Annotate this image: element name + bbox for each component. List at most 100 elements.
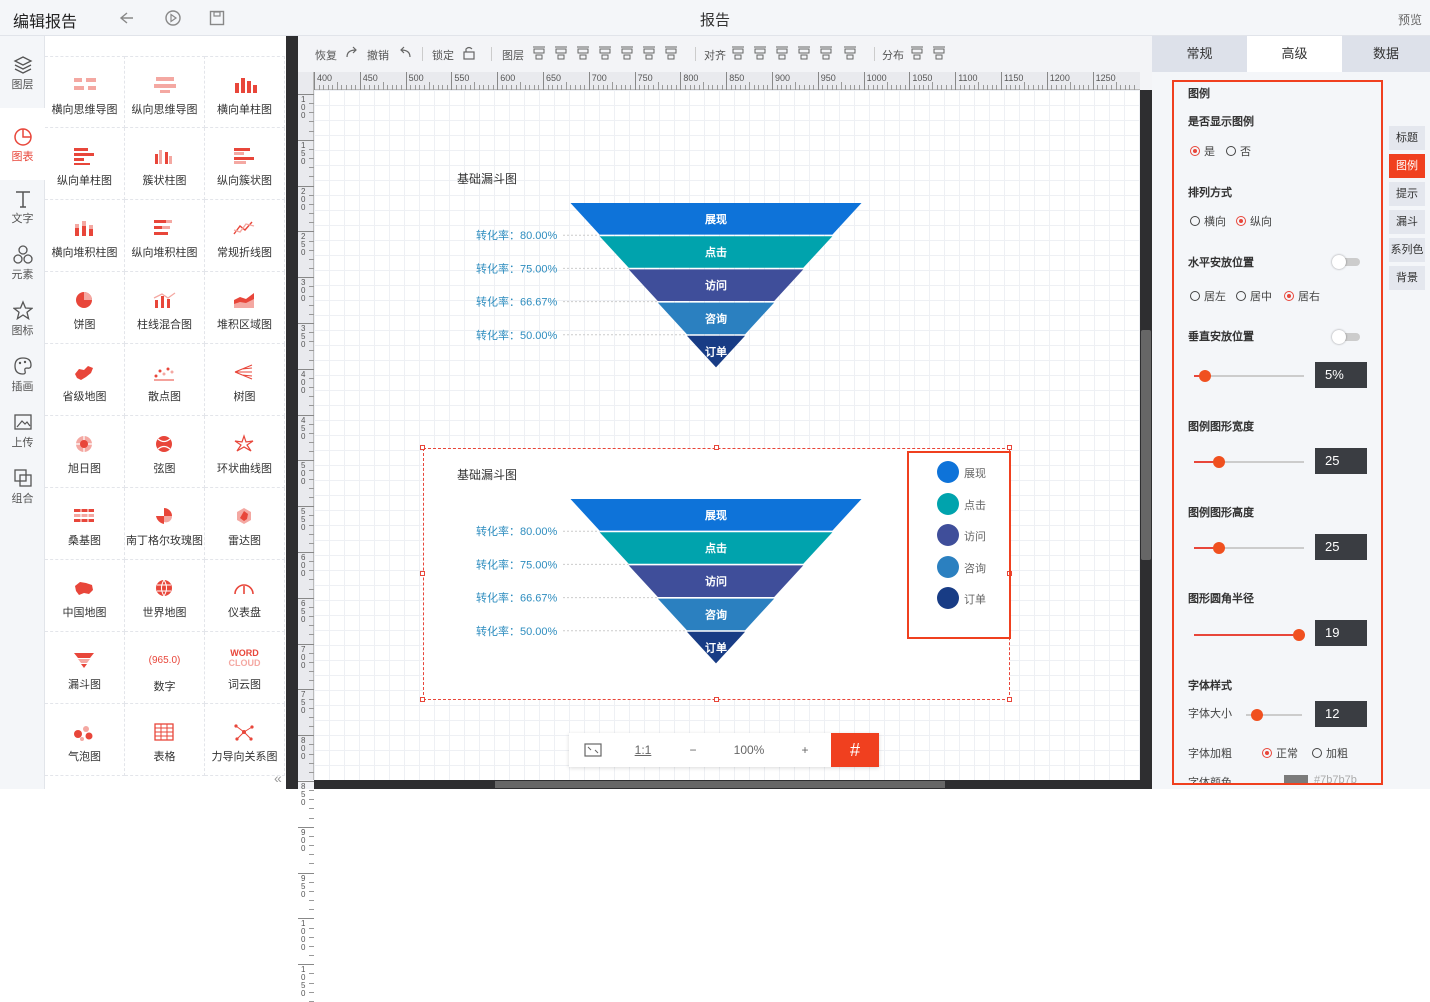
legend-label-4[interactable]: 咨询 xyxy=(964,562,986,575)
legend-label-1[interactable]: 展现 xyxy=(964,468,986,480)
component-19[interactable]: 桑基图 xyxy=(45,488,125,560)
component-20[interactable]: 南丁格尔玫瑰图 xyxy=(125,488,205,560)
shape-width-slider[interactable] xyxy=(1194,456,1304,468)
preview-button[interactable]: 预览 xyxy=(1397,13,1422,27)
align-top-icon[interactable] xyxy=(797,46,811,61)
layer-top-icon[interactable] xyxy=(532,46,546,61)
horizontal-scroll-thumb[interactable] xyxy=(495,781,945,788)
distribute-button[interactable]: 分布 xyxy=(882,50,904,62)
component-8[interactable]: 纵向堆积柱图 xyxy=(125,200,205,272)
align-left-icon[interactable] xyxy=(731,46,745,61)
font-size-value[interactable]: 12 xyxy=(1315,701,1367,727)
component-22[interactable]: 中国地图 xyxy=(45,560,125,632)
save-icon[interactable] xyxy=(208,9,226,27)
component-28[interactable]: 气泡图 xyxy=(45,704,125,776)
align-bottom-icon[interactable] xyxy=(843,46,857,61)
align-button[interactable]: 对齐 xyxy=(704,50,726,62)
slider-knob[interactable] xyxy=(1251,709,1263,721)
v-position-value[interactable]: 5% xyxy=(1315,362,1367,388)
shape-height-value[interactable]: 25 xyxy=(1315,534,1367,560)
legend-marker-1[interactable] xyxy=(937,461,959,483)
collapse-icon[interactable]: « xyxy=(274,770,282,786)
legend-marker-5[interactable] xyxy=(937,587,959,609)
component-15[interactable]: 树图 xyxy=(205,344,285,416)
font-color-swatch[interactable] xyxy=(1284,775,1308,783)
vtab-4[interactable]: 漏斗 xyxy=(1389,210,1425,234)
layer-down-icon[interactable] xyxy=(576,46,590,61)
grid-toggle-button[interactable]: # xyxy=(831,733,879,767)
zoom-in-button[interactable]: + xyxy=(801,743,809,757)
component-13[interactable]: 省级地图 xyxy=(45,344,125,416)
component-16[interactable]: 旭日图 xyxy=(45,416,125,488)
slider-knob[interactable] xyxy=(1199,370,1212,382)
font-size-slider[interactable] xyxy=(1246,709,1306,721)
v-position-slider[interactable] xyxy=(1194,370,1304,382)
resize-handle[interactable] xyxy=(713,697,719,702)
vtab-1[interactable]: 标题 xyxy=(1389,126,1425,150)
h-position-toggle[interactable] xyxy=(1332,255,1360,269)
funnel-chart[interactable]: 基础漏斗图展现点击访问咨询订单转化率：80.00%转化率：75.00%转化率：6… xyxy=(423,152,1010,402)
legend-marker-2[interactable] xyxy=(937,492,959,515)
fit-screen-button[interactable] xyxy=(569,733,617,767)
rail-item-star[interactable]: 图标 xyxy=(0,292,45,348)
layer-up-icon[interactable] xyxy=(554,46,568,61)
legend-marker-3[interactable] xyxy=(937,524,959,546)
component-24[interactable]: 仪表盘 xyxy=(205,560,285,632)
resize-handle[interactable] xyxy=(1007,445,1012,450)
vtab-3[interactable]: 提示 xyxy=(1389,182,1425,206)
v-position-toggle[interactable] xyxy=(1332,330,1360,344)
slider-knob[interactable] xyxy=(1212,456,1225,468)
vtab-5[interactable]: 系列色 xyxy=(1389,238,1425,262)
layer-mid-icon[interactable] xyxy=(620,46,634,61)
arrange-vertical[interactable]: 纵向 xyxy=(1236,213,1272,229)
resize-handle[interactable] xyxy=(420,697,425,702)
panel-scrollbar[interactable] xyxy=(286,36,298,789)
layer-delete-icon[interactable] xyxy=(642,46,656,61)
resize-handle[interactable] xyxy=(420,571,425,576)
component-2[interactable]: 纵向思维导图 xyxy=(125,56,205,128)
tab-2[interactable]: 高级 xyxy=(1247,36,1342,72)
slider-knob[interactable] xyxy=(1292,629,1305,641)
component-18[interactable]: 环状曲线图 xyxy=(205,416,285,488)
component-6[interactable]: 纵向簇状图 xyxy=(205,128,285,200)
lock-button[interactable]: 锁定 xyxy=(432,50,454,62)
show-legend-yes[interactable]: 是 xyxy=(1190,143,1215,159)
lock-icon[interactable] xyxy=(462,45,476,61)
rail-item-elements[interactable]: 元素 xyxy=(0,236,45,292)
component-1[interactable]: 横向思维导图 xyxy=(45,56,125,128)
vtab-6[interactable]: 背景 xyxy=(1389,266,1425,290)
zoom-out-button[interactable]: − xyxy=(689,743,697,757)
show-legend-no[interactable]: 否 xyxy=(1226,143,1251,159)
redo-button[interactable]: 恢复 xyxy=(315,50,337,62)
vtab-2[interactable]: 图例 xyxy=(1389,154,1425,178)
arrange-horizontal[interactable]: 横向 xyxy=(1190,213,1226,229)
component-7[interactable]: 横向堆积柱图 xyxy=(45,200,125,272)
legend-marker-4[interactable] xyxy=(937,555,959,578)
rail-item-palette[interactable]: 插画 xyxy=(0,348,45,404)
vertical-scroll-thumb[interactable] xyxy=(1141,330,1151,560)
play-icon[interactable] xyxy=(164,9,182,27)
legend-label-3[interactable]: 访问 xyxy=(964,531,986,543)
component-12[interactable]: 堆积区域图 xyxy=(205,272,285,344)
component-25[interactable]: 漏斗图 xyxy=(45,632,125,704)
distribute-h-icon[interactable] xyxy=(910,46,924,61)
undo-icon[interactable] xyxy=(397,46,413,60)
component-4[interactable]: 纵向单柱图 xyxy=(45,128,125,200)
font-normal-option[interactable]: 正常 xyxy=(1262,745,1298,761)
component-23[interactable]: 世界地图 xyxy=(125,560,205,632)
h-pos-right[interactable]: 居右 xyxy=(1284,288,1320,304)
align-middle-icon[interactable] xyxy=(819,46,833,61)
font-bold-option[interactable]: 加粗 xyxy=(1312,745,1348,761)
funnel-chart[interactable]: 基础漏斗图展现点击访问咨询订单转化率：80.00%转化率：75.00%转化率：6… xyxy=(420,445,1012,702)
layer-copy-icon[interactable] xyxy=(664,46,678,61)
shape-width-value[interactable]: 25 xyxy=(1315,448,1367,474)
rail-item-text[interactable]: 文字 xyxy=(0,180,45,236)
rail-item-chart[interactable]: 图表 xyxy=(0,108,45,180)
component-29[interactable]: 表格 xyxy=(125,704,205,776)
component-26[interactable]: (965.0)数字 xyxy=(125,632,205,704)
align-right-icon[interactable] xyxy=(775,46,789,61)
redo-icon[interactable] xyxy=(344,46,360,60)
undo-button[interactable]: 撤销 xyxy=(367,50,389,62)
rail-item-upload[interactable]: 上传 xyxy=(0,404,45,460)
